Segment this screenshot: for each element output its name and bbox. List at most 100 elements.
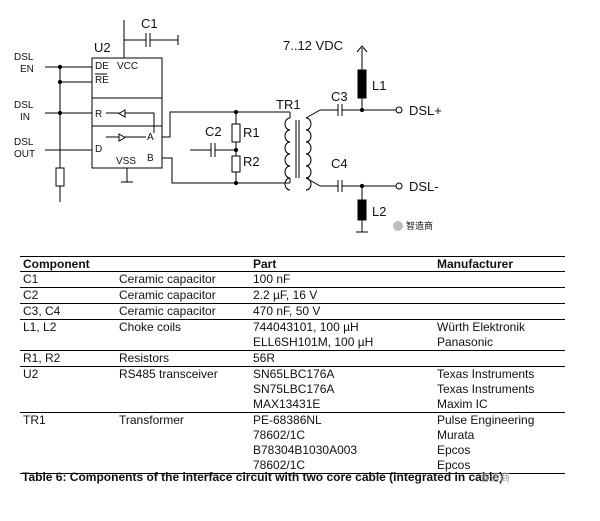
cell-part: 56R bbox=[250, 350, 434, 367]
c4-label: C4 bbox=[331, 156, 348, 171]
cell-part: 470 nF, 50 V bbox=[250, 303, 434, 320]
header-component: Component bbox=[20, 256, 116, 272]
cell-component: TR1 bbox=[20, 412, 116, 474]
cell-type: Choke coils bbox=[116, 319, 250, 351]
pin-de: DE bbox=[95, 61, 109, 72]
l2-label: L2 bbox=[372, 204, 386, 219]
c3-label: C3 bbox=[331, 89, 348, 104]
dsl-en-label-1: DSL bbox=[14, 52, 34, 63]
table-row: C1 Ceramic capacitor 100 nF bbox=[20, 271, 565, 288]
components-table: Component Part Manufacturer C1 Ceramic c… bbox=[20, 256, 565, 474]
table-row: U2 RS485 transceiver SN65LBC176A SN75LBC… bbox=[20, 366, 565, 413]
supply-label: 7..12 VDC bbox=[283, 38, 343, 53]
watermark: 智造商 bbox=[393, 220, 433, 231]
c1-label: C1 bbox=[141, 16, 158, 31]
watermark-text: 智造商 bbox=[406, 220, 433, 231]
cell-manufacturer: Pulse Engineering Murata Epcos Epcos bbox=[434, 412, 565, 474]
manufacturer-line: Pulse Engineering bbox=[437, 413, 535, 427]
manufacturer-line: Panasonic bbox=[437, 335, 494, 349]
manufacturer-line: Texas Instruments bbox=[437, 382, 535, 396]
manufacturer-line: Würth Elektronik bbox=[437, 320, 526, 334]
part-line: 100 nF bbox=[253, 272, 291, 286]
cell-component: C1 bbox=[20, 271, 116, 288]
cell-part: SN65LBC176A SN75LBC176A MAX13431E bbox=[250, 366, 434, 413]
u2-label: U2 bbox=[94, 40, 111, 55]
cell-component: U2 bbox=[20, 366, 116, 413]
table-header-row: Component Part Manufacturer bbox=[20, 256, 565, 272]
part-line: SN65LBC176A bbox=[253, 367, 335, 381]
output-network: C3 C4 L1 7..12 VDC L2 DSL+ DSL- bbox=[283, 38, 442, 233]
header-part: Part bbox=[250, 256, 434, 272]
pin-a: A bbox=[147, 132, 154, 143]
part-line: 744043101, 100 µH bbox=[253, 320, 359, 334]
table-caption: Table 6: Components of the interface cir… bbox=[22, 470, 504, 484]
cell-type: RS485 transceiver bbox=[116, 366, 250, 413]
part-line: SN75LBC176A bbox=[253, 382, 335, 396]
u2-chip: U2 DE VCC RE R D A B VSS bbox=[91, 40, 163, 169]
cell-type: Transformer bbox=[116, 412, 250, 474]
c1-capacitor: C1 bbox=[123, 16, 179, 58]
part-line: PE-68386NL bbox=[253, 413, 322, 427]
table-row: R1, R2 Resistors 56R bbox=[20, 350, 565, 367]
part-line: ELL6SH101M, 100 µH bbox=[253, 335, 374, 349]
part-line: MAX13431E bbox=[253, 397, 321, 411]
cell-component: C2 bbox=[20, 287, 116, 304]
dsl-out-label-2: OUT bbox=[14, 149, 35, 160]
manufacturer-line: Texas Instruments bbox=[437, 367, 535, 381]
part-line: 78602/1C bbox=[253, 458, 306, 472]
c2-label: C2 bbox=[205, 124, 222, 139]
tr1-label: TR1 bbox=[276, 97, 301, 112]
tr1-transformer: TR1 bbox=[276, 97, 321, 191]
part-line: 78602/1C bbox=[253, 428, 306, 442]
dsl-out-label-1: DSL bbox=[14, 137, 34, 148]
dsl-plus-label: DSL+ bbox=[409, 103, 442, 118]
table-row: L1, L2 Choke coils 744043101, 100 µH ELL… bbox=[20, 319, 565, 351]
r2-label: R2 bbox=[243, 154, 260, 169]
manufacturer-line: Epcos bbox=[437, 443, 471, 457]
cell-manufacturer: Texas Instruments Texas Instruments Maxi… bbox=[434, 366, 565, 413]
header-type bbox=[116, 256, 250, 272]
cell-part: 2.2 µF, 16 V bbox=[250, 287, 434, 304]
dsl-in-label-1: DSL bbox=[14, 100, 34, 111]
cell-type: Resistors bbox=[116, 350, 250, 367]
part-line: B78304B1030A003 bbox=[253, 443, 358, 457]
manufacturer-line: Epcos bbox=[437, 458, 471, 472]
table-row: C2 Ceramic capacitor 2.2 µF, 16 V bbox=[20, 287, 565, 304]
cell-manufacturer bbox=[434, 271, 565, 288]
cell-part: 744043101, 100 µH ELL6SH101M, 100 µH bbox=[250, 319, 434, 351]
cell-component: C3, C4 bbox=[20, 303, 116, 320]
cell-component: R1, R2 bbox=[20, 350, 116, 367]
pin-b: B bbox=[147, 153, 154, 164]
ground-symbol bbox=[121, 168, 133, 183]
dsl-in-label-2: IN bbox=[20, 112, 30, 123]
cell-type: Ceramic capacitor bbox=[116, 287, 250, 304]
pin-vcc: VCC bbox=[117, 61, 138, 72]
cell-manufacturer bbox=[434, 350, 565, 367]
circuit-schematic: DSL EN DSL IN DSL OUT U2 DE VCC RE R D A… bbox=[14, 16, 442, 233]
header-manufacturer: Manufacturer bbox=[434, 256, 565, 272]
signal-labels: DSL EN DSL IN DSL OUT bbox=[14, 52, 35, 160]
pin-re: RE bbox=[95, 75, 109, 86]
input-wires bbox=[45, 64, 92, 202]
dsl-minus-label: DSL- bbox=[409, 179, 439, 194]
pin-r: R bbox=[95, 109, 102, 120]
cell-part: 100 nF bbox=[250, 271, 434, 288]
cell-manufacturer bbox=[434, 303, 565, 320]
table-row: TR1 Transformer PE-68386NL 78602/1C B783… bbox=[20, 412, 565, 474]
part-line: 2.2 µF, 16 V bbox=[253, 288, 318, 302]
cell-manufacturer: Würth Elektronik Panasonic bbox=[434, 319, 565, 351]
part-line: 470 nF, 50 V bbox=[253, 304, 321, 318]
part-line: 56R bbox=[253, 351, 276, 365]
cell-part: PE-68386NL 78602/1C B78304B1030A003 7860… bbox=[250, 412, 434, 474]
cell-type: Ceramic capacitor bbox=[116, 303, 250, 320]
pin-d: D bbox=[95, 144, 102, 155]
manufacturer-line: Murata bbox=[437, 428, 475, 442]
l1-label: L1 bbox=[372, 78, 386, 93]
table-row: C3, C4 Ceramic capacitor 470 nF, 50 V bbox=[20, 303, 565, 320]
ab-wiring: C2 R1 R2 bbox=[162, 109, 290, 186]
cell-component: L1, L2 bbox=[20, 319, 116, 351]
manufacturer-line: Maxim IC bbox=[437, 397, 488, 411]
r1-label: R1 bbox=[243, 125, 260, 140]
caption-watermark: 智造商 bbox=[480, 473, 510, 484]
cell-type: Ceramic capacitor bbox=[116, 271, 250, 288]
